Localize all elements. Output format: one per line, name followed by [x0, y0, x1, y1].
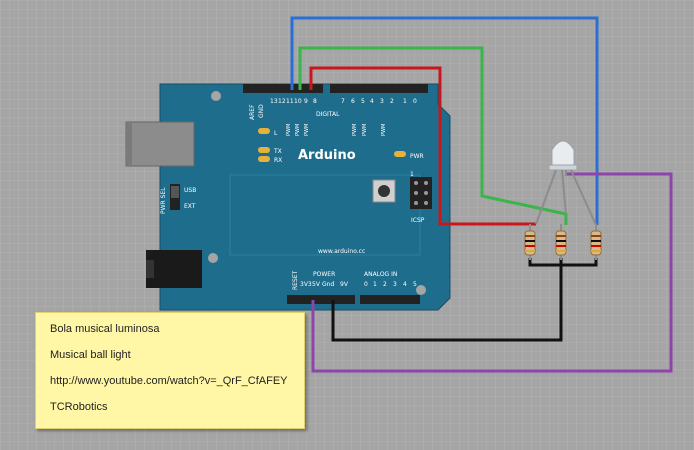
mounting-hole [211, 91, 221, 101]
ext-label: EXT [184, 203, 196, 210]
analog-pin-label: 3 [393, 281, 397, 288]
wire-purple [311, 172, 673, 373]
usb-label: USB [184, 187, 196, 194]
note-line-title-es: Bola musical luminosa [50, 323, 160, 335]
mounting-hole [416, 285, 426, 295]
digital-pin-label: 7 [341, 98, 345, 105]
pwm-label: PWM [381, 124, 387, 136]
digital-label: DIGITAL [316, 111, 340, 118]
power-jack [146, 250, 202, 288]
pwm-label: PWM [286, 124, 292, 136]
digital-pin-label: 8 [313, 98, 317, 105]
aref-label: AREF [249, 104, 256, 120]
usb-connector [125, 121, 195, 167]
wire-green [298, 46, 568, 225]
digital-pin-label: 13 [270, 98, 278, 105]
mounting-hole [208, 253, 218, 263]
wire-red [309, 66, 536, 226]
icsp-pin-label: 1 [410, 171, 414, 178]
pwm-label: PWM [304, 124, 310, 136]
wire-black [331, 258, 598, 342]
note-line-url: http://www.youtube.com/watch?v=_QrF_CfAF… [50, 375, 288, 387]
digital-pin-label: 5 [361, 98, 365, 105]
arduino-board [159, 83, 451, 311]
gnd-label: GND [258, 104, 265, 118]
digital-pin-label: 12 [278, 98, 286, 105]
resistor [590, 224, 602, 260]
digital-pin-label: 10 [294, 98, 302, 105]
power-pin-label: 9V [340, 281, 349, 288]
pwr-sel-jumper[interactable] [170, 184, 180, 210]
led-rx [258, 156, 270, 162]
analog-header [360, 295, 420, 304]
note-line-author: TCRobotics [50, 401, 108, 413]
power-pin-label: 3V3 [300, 281, 312, 288]
led-tx [258, 147, 270, 153]
digital-pin-label: 3 [380, 98, 384, 105]
power-pin-label: Gnd [322, 281, 334, 288]
rgb-led [535, 140, 597, 226]
resistor [555, 224, 567, 260]
led-pwr [394, 151, 406, 157]
digital-header [243, 84, 428, 93]
analog-pin-label: 4 [403, 281, 407, 288]
digital-pin-label: 2 [390, 98, 394, 105]
digital-pin-label: 6 [351, 98, 355, 105]
reset-button[interactable] [372, 179, 396, 203]
rx-label: RX [274, 157, 282, 164]
tx-label: TX [273, 148, 282, 155]
power-label: POWER [313, 271, 335, 278]
reset-label: RESET [292, 270, 299, 290]
note-line-title-en: Musical ball light [50, 349, 131, 361]
analog-pin-label: 2 [383, 281, 387, 288]
analog-pin-label: 5 [413, 281, 417, 288]
board-website: www.arduino.cc [318, 248, 365, 255]
board-brand: Arduino [298, 148, 356, 163]
icsp-label: ICSP [411, 217, 425, 224]
digital-pin-label: 4 [370, 98, 374, 105]
analog-pin-label: 1 [373, 281, 377, 288]
digital-pin-label: 0 [413, 98, 417, 105]
power-header [287, 295, 355, 304]
led-l-label: L [274, 130, 278, 137]
digital-pin-label: 1 [403, 98, 407, 105]
sticky-note: Bola musical luminosa Musical ball light… [35, 312, 305, 429]
wire-black [528, 258, 561, 267]
pwm-label: PWM [362, 124, 368, 136]
wire-blue [290, 16, 599, 225]
pwr-sel-label: PWR SEL [160, 187, 167, 214]
analog-pin-label: 0 [364, 281, 368, 288]
digital-pin-label: 9 [304, 98, 308, 105]
icsp-header [410, 177, 432, 209]
power-pin-label: 5V [312, 281, 321, 288]
digital-pin-label: 11 [286, 98, 294, 105]
pwm-label: PWM [352, 124, 358, 136]
resistor [524, 224, 536, 260]
pwr-label: PWR [410, 153, 424, 160]
led-l [258, 128, 270, 134]
pwm-label: PWM [295, 124, 301, 136]
analog-label: ANALOG IN [364, 271, 397, 278]
